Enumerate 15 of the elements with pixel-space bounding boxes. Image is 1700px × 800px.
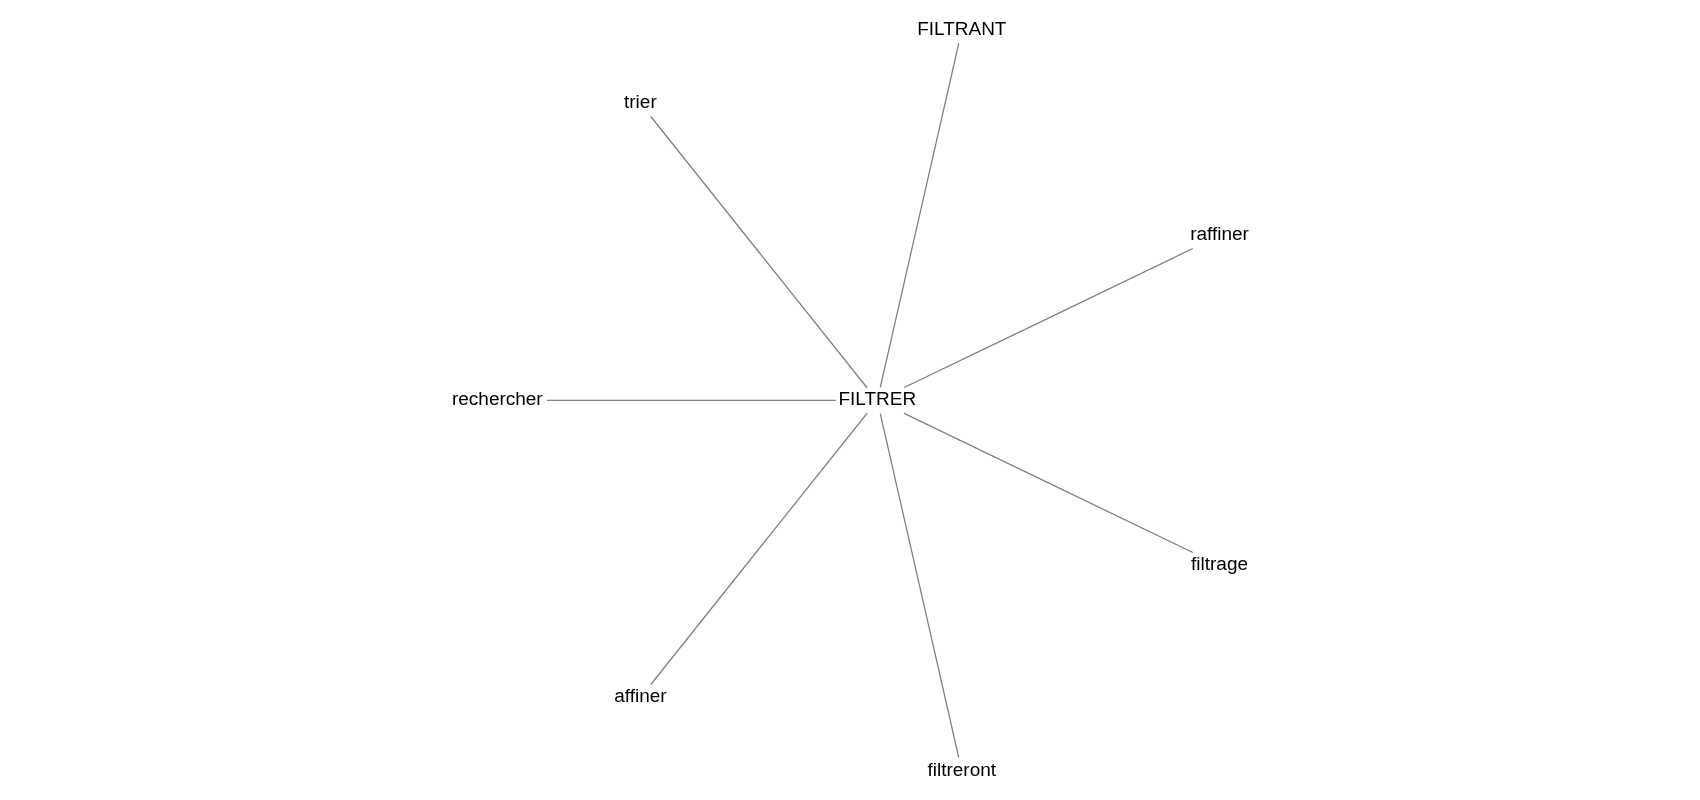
connector bbox=[879, 42, 960, 388]
connector bbox=[879, 412, 960, 758]
node-text: filtreront bbox=[927, 758, 997, 780]
node-text: trier bbox=[624, 90, 657, 112]
connector bbox=[903, 412, 1194, 553]
node-text: FILTRER bbox=[838, 387, 917, 409]
connector bbox=[903, 247, 1194, 388]
node-text: FILTRANT bbox=[917, 17, 1007, 39]
node-text: rechercher bbox=[451, 387, 543, 409]
node-text: affiner bbox=[614, 684, 667, 706]
node-text: raffiner bbox=[1190, 222, 1249, 244]
connector bbox=[650, 412, 868, 685]
connector bbox=[650, 115, 868, 388]
connector bbox=[546, 399, 837, 401]
node-text: filtrage bbox=[1191, 552, 1249, 574]
